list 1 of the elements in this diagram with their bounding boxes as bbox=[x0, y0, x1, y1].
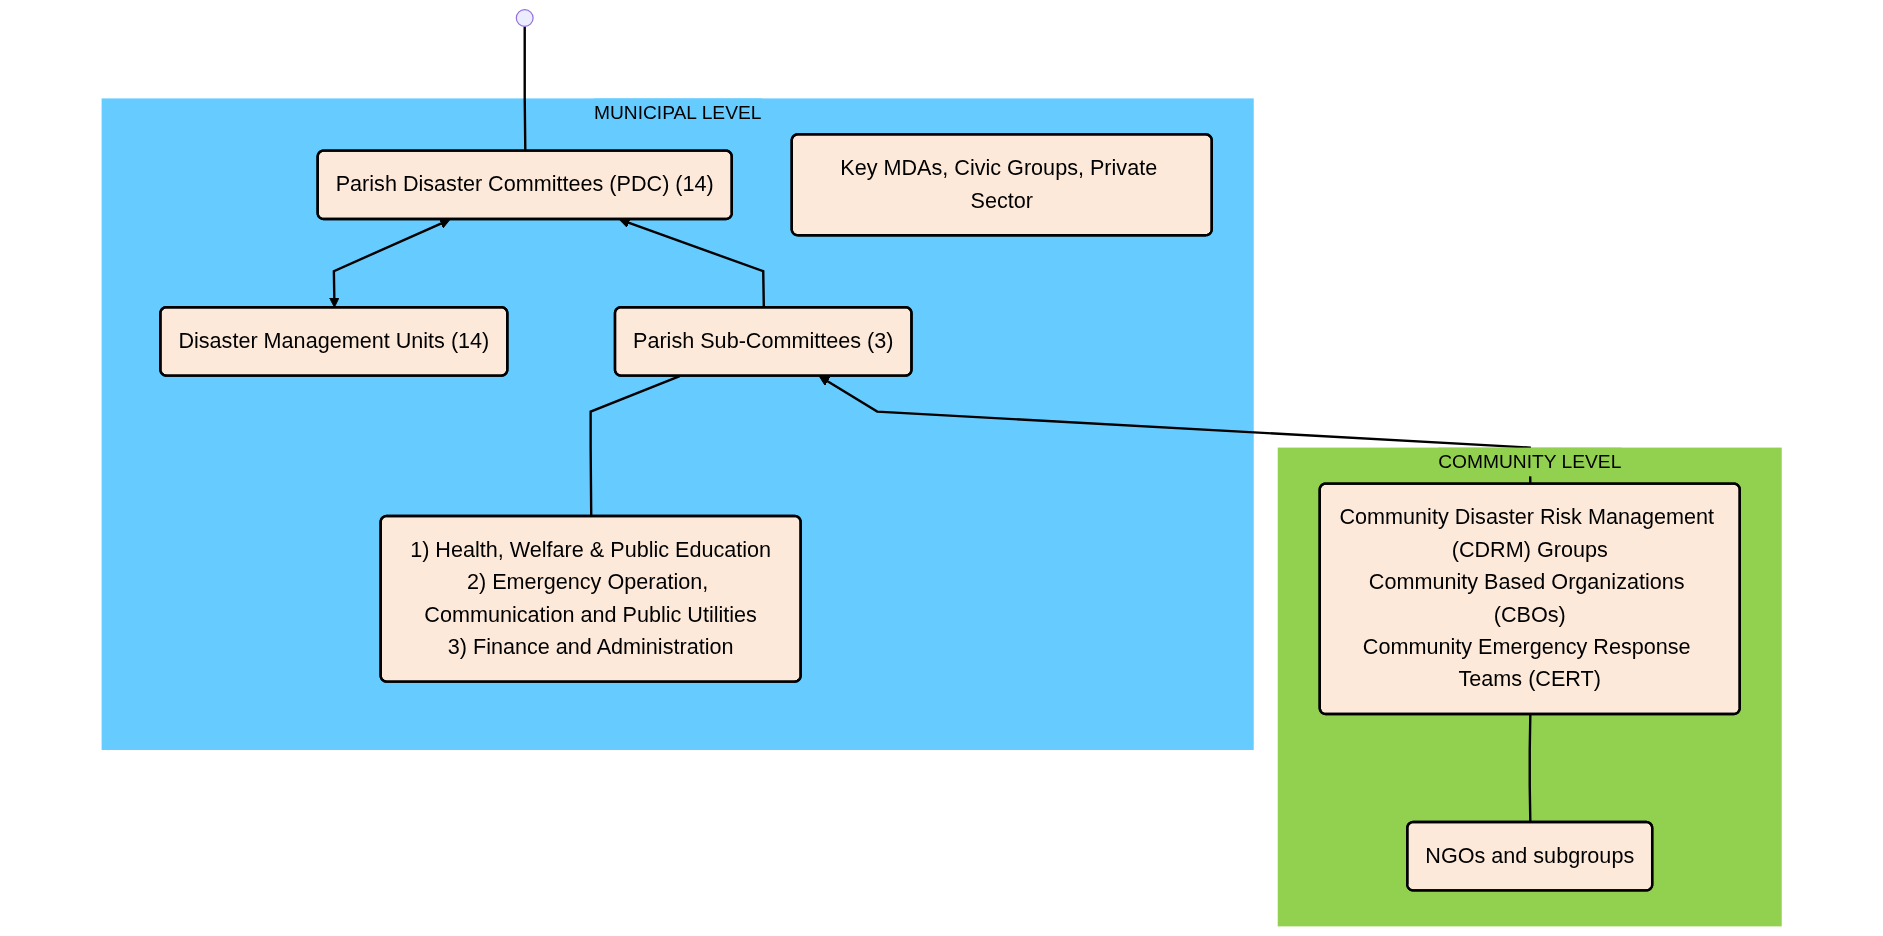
diagram: MUNICIPAL LEVEL Parish Disaster Committees (PDC) (14) Disaster Management Units (14) Key MDAs, Civic Groups, Private Sector Parish Sub-Committees (3) 1) Health, Welfare & Public Education 2) Emergency Operation, Communication and Public Utilities 3) Finance and Administration COMMUNITY LEVEL Community Disaster Risk Management (CDRM) Groups Community Based Organizations (CBOs) Community Emergency Response Teams (CERT) NGOs and subgroups bbox=[0, 0, 1883, 936]
